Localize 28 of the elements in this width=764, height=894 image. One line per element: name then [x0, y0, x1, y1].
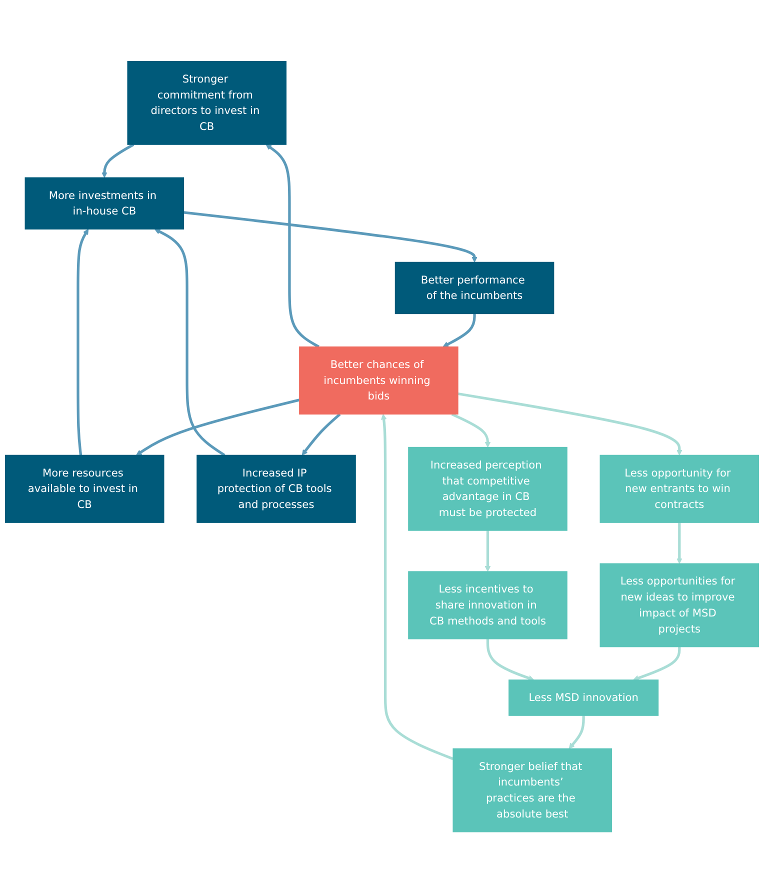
node-box: Less MSD innovation: [508, 680, 659, 716]
node-box: Less opportunity for new entrants to win contracts: [600, 455, 760, 524]
node-box: Better performance of the incumbents: [394, 262, 554, 314]
arrow: [458, 392, 682, 456]
arrow: [486, 639, 534, 682]
arrow: [633, 647, 681, 682]
arrow: [154, 229, 226, 457]
arrow: [184, 212, 478, 263]
arrow: [484, 530, 491, 572]
node-box: Better chances of incumbents winning bids: [299, 346, 458, 415]
node-box: More resources available to invest in CB: [4, 455, 164, 524]
arrow: [442, 314, 476, 348]
arrow: [676, 523, 682, 564]
node-box: Stronger commitment from directors to invest in CB: [127, 61, 286, 146]
node-box: Stronger belief that incumbents’ practices are the absolute best: [452, 748, 612, 833]
node-box: More investments in in-house CB: [24, 178, 184, 230]
node-box: Increased perception that competitive advantage in CB must be protected: [408, 447, 568, 532]
arrow: [102, 144, 134, 178]
arrow: [568, 716, 585, 750]
node-box: Less opportunities for new ideas to improve impact of MSD projects: [600, 564, 760, 648]
node-box: Increased IP protection of CB tools and processes: [196, 455, 356, 524]
arrow: [76, 229, 89, 456]
arrow: [136, 399, 300, 456]
arrow: [266, 144, 320, 348]
arrow: [302, 414, 341, 456]
node-box: Less incentives to share innovation in CB methods and tools: [408, 572, 568, 640]
arrow: [380, 414, 454, 761]
arrow: [451, 413, 491, 448]
